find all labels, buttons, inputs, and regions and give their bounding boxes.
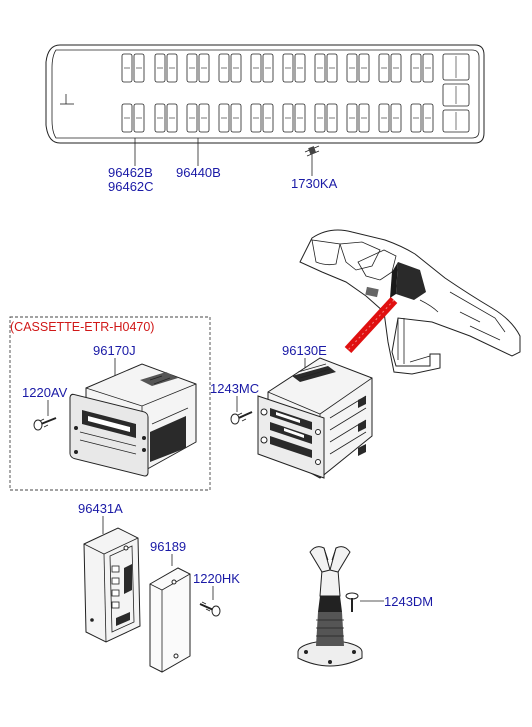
- screw-1243mc-icon: [230, 411, 253, 425]
- radio-head-unit: [257, 357, 373, 479]
- seat-pair-top-9: [378, 53, 402, 83]
- seat-pair-bottom-5: [250, 103, 274, 133]
- gasket-plate: [149, 567, 191, 673]
- screw-1220hk-icon: [199, 601, 221, 617]
- seat-pair-bottom-3: [186, 103, 210, 133]
- cassette-note: (CASSETTE-ETR-H0470): [10, 320, 154, 334]
- seat-rear: [442, 53, 470, 133]
- seat-pair-top-7: [314, 53, 338, 83]
- label-96440b[interactable]: 96440B: [176, 165, 221, 180]
- screw-1220av-icon: [33, 417, 57, 431]
- seat-pair-top-8: [346, 53, 370, 83]
- label-1730ka[interactable]: 1730KA: [291, 176, 338, 191]
- seat-row-right: [121, 103, 434, 133]
- screw-1243dm-icon: [345, 592, 359, 612]
- rear-seat-1: [442, 53, 470, 81]
- rear-seat-2: [442, 83, 470, 107]
- dashboard-illustration: [299, 229, 521, 375]
- seat-pair-top-2: [154, 53, 178, 83]
- remote-control-bracket: [83, 527, 141, 643]
- seat-pair-top-3: [186, 53, 210, 83]
- seat-pair-top-4: [218, 53, 242, 83]
- microphone-holder: [297, 546, 363, 667]
- speaker-connector-icon: [304, 145, 320, 157]
- cassette-option-frame: [9, 316, 211, 491]
- rear-seat-3: [442, 109, 470, 133]
- seat-pair-bottom-8: [346, 103, 370, 133]
- label-96170j[interactable]: 96170J: [93, 343, 136, 358]
- label-96462c[interactable]: 96462C: [108, 179, 154, 194]
- label-1220hk[interactable]: 1220HK: [193, 571, 240, 586]
- label-96431a[interactable]: 96431A: [78, 501, 123, 516]
- seat-pair-bottom-6: [282, 103, 306, 133]
- label-1243mc[interactable]: 1243MC: [210, 381, 259, 396]
- seat-pair-bottom-2: [154, 103, 178, 133]
- seat-row-left: [121, 53, 434, 83]
- label-1243dm[interactable]: 1243DM: [384, 594, 433, 609]
- label-1220av[interactable]: 1220AV: [22, 385, 68, 400]
- seat-pair-bottom-9: [378, 103, 402, 133]
- label-96189[interactable]: 96189: [150, 539, 186, 554]
- seat-pair-bottom-4: [218, 103, 242, 133]
- label-96130e[interactable]: 96130E: [282, 343, 327, 358]
- seat-pair-bottom-7: [314, 103, 338, 133]
- cassette-radio-unit: [69, 363, 197, 477]
- seat-pair-bottom-10: [410, 103, 434, 133]
- label-96462b[interactable]: 96462B: [108, 165, 153, 180]
- seat-pair-top-10: [410, 53, 434, 83]
- seat-pair-top-5: [250, 53, 274, 83]
- seat-pair-top-6: [282, 53, 306, 83]
- bus-floorplan: [45, 44, 485, 144]
- seat-pair-bottom-1: [121, 103, 145, 133]
- seat-pair-top-1: [121, 53, 145, 83]
